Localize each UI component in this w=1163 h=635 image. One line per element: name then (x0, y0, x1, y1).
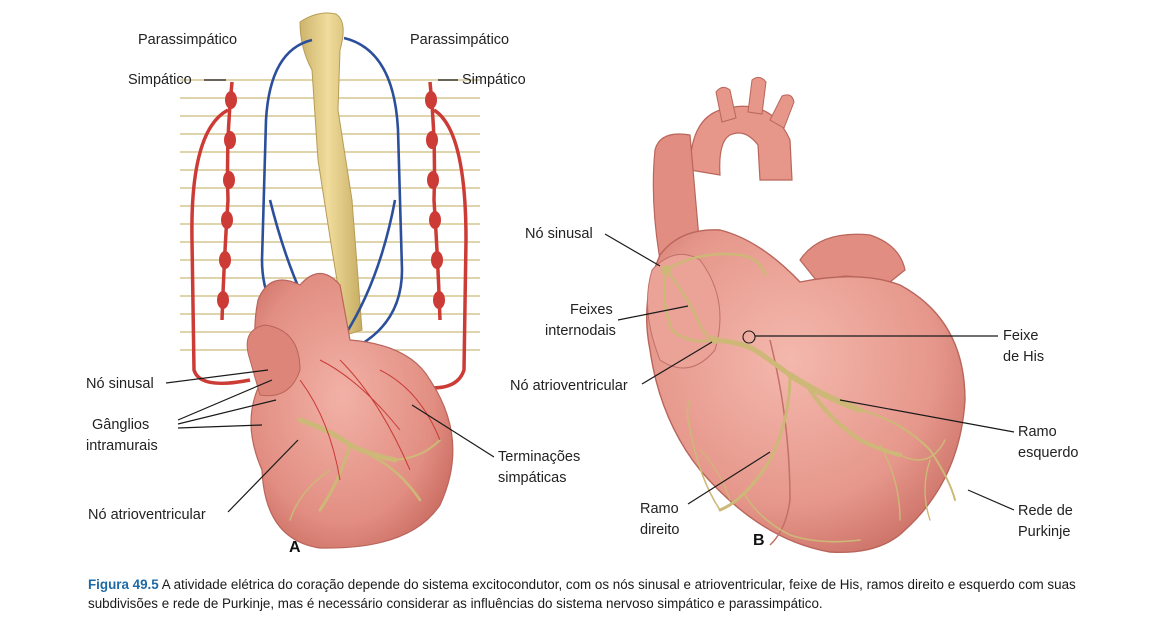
label-ganglios-2: intramurais (86, 438, 158, 454)
label-ramo-direito-2: direito (640, 522, 680, 538)
label-parassimpatico-left: Parassimpático (138, 32, 237, 48)
panel-b-labels: Nó sinusal Feixes internodais Nó atriove… (510, 226, 1078, 549)
label-no-atrioventricular-a: Nó atrioventricular (88, 507, 206, 523)
bundle-of-his-marker (742, 330, 756, 344)
label-rede-purkinje-1: Rede de (1018, 503, 1073, 519)
conduction-system-b (661, 252, 956, 543)
vessel-branch-3 (769, 94, 795, 129)
leader-ganglios-3 (177, 424, 263, 429)
heart-b (646, 229, 966, 554)
label-simpatico-right: Simpático (462, 72, 526, 88)
label-ramo-esquerdo-2: esquerdo (1018, 445, 1078, 461)
caption-text: A atividade elétrica do coração depende … (88, 577, 1076, 611)
sympathetic-chain-right (409, 81, 468, 390)
label-rede-purkinje-2: Purkinje (1018, 524, 1070, 540)
label-ramo-direito-1: Ramo (640, 501, 679, 517)
label-no-sinusal-a: Nó sinusal (86, 376, 154, 392)
leader-ramo-direito (687, 451, 771, 505)
figure-caption: Figura 49.5 A atividade elétrica do cora… (88, 575, 1138, 613)
vessel-branch-1 (715, 86, 737, 123)
label-ramo-esquerdo-1: Ramo (1018, 424, 1057, 440)
leader-ganglios-1 (177, 379, 273, 421)
label-no-sinusal-b: Nó sinusal (525, 226, 593, 242)
leader-no-sinusal-a (165, 369, 269, 384)
leader-rede-purkinje (967, 489, 1015, 511)
vessel-branch-2 (747, 76, 767, 115)
panel-a-labels: Parassimpático Parassimpático Simpático … (86, 32, 580, 556)
leader-no-sinusal-b (604, 233, 661, 267)
right-atrium-b (647, 253, 721, 369)
figure-number: Figura 49.5 (88, 577, 159, 592)
label-no-atrioventricular-b: Nó atrioventricular (510, 378, 628, 394)
leader-ramo-esquerdo (839, 399, 1015, 433)
label-simpatico-left: Simpático (128, 72, 192, 88)
heart-a-atrium (246, 324, 301, 397)
panel-b-letter: B (753, 532, 765, 549)
sympathetic-terminals-a (299, 359, 441, 481)
label-feixe-his-1: Feixe (1003, 328, 1038, 344)
label-parassimpatico-right: Parassimpático (410, 32, 509, 48)
panel-b-illustration (646, 76, 966, 554)
label-terminacoes-1: Terminações (498, 449, 580, 465)
conduction-system-a (289, 417, 441, 521)
leader-ganglios-2 (177, 399, 277, 425)
leader-feixes (617, 305, 689, 321)
label-feixes-2: internodais (545, 323, 616, 339)
leader-terminacoes (411, 404, 495, 458)
spinal-cord (299, 12, 363, 336)
panel-a-letter: A (289, 539, 301, 556)
label-terminacoes-2: simpáticas (498, 470, 567, 486)
label-feixes-1: Feixes (570, 302, 613, 318)
sympathetic-chain-left (190, 81, 251, 386)
label-ganglios-1: Gânglios (92, 417, 149, 433)
label-feixe-his-2: de His (1003, 349, 1044, 365)
leader-no-atrioventricular-a (227, 439, 299, 513)
aortic-arch (689, 105, 793, 181)
panel-a-illustration (180, 12, 480, 549)
leader-no-atrioventricular-b (641, 341, 713, 385)
